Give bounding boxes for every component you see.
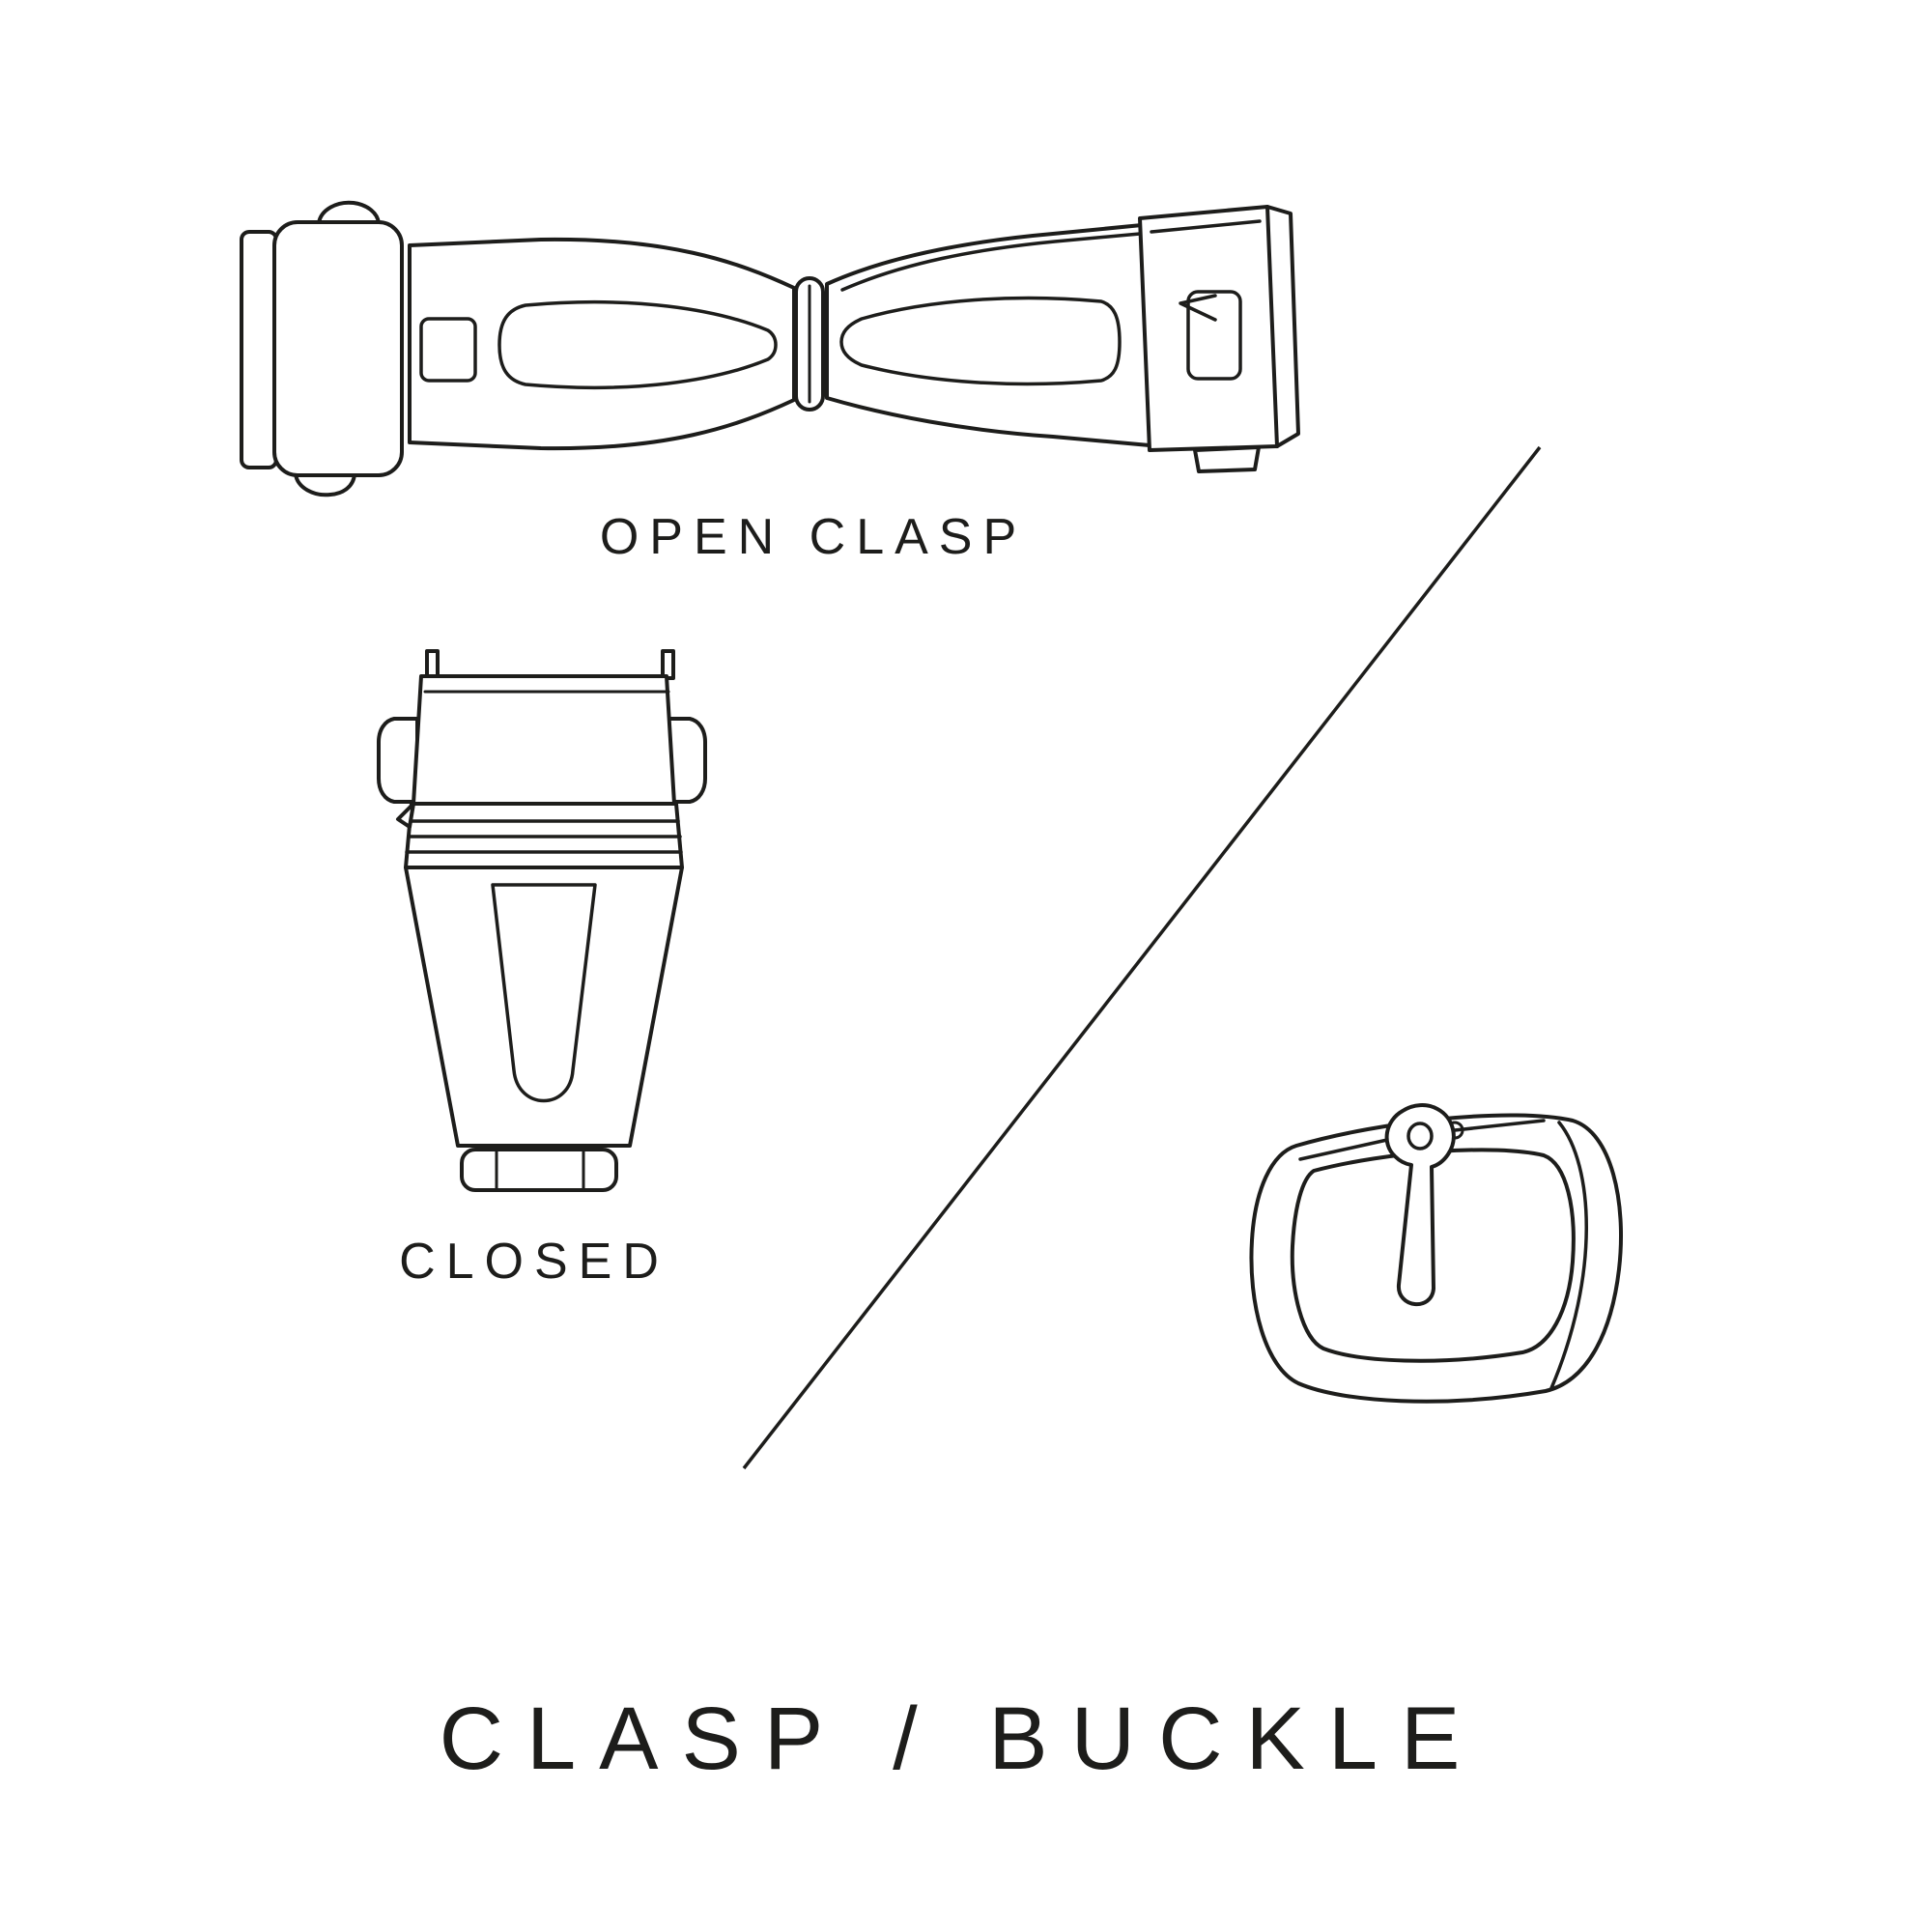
- open-clasp-left-inner-outline: [497, 299, 778, 390]
- buckle-illustration: [1249, 1103, 1623, 1404]
- closed-clasp-ear-right: [665, 717, 707, 804]
- buckle-pin-left: [1298, 1138, 1389, 1161]
- open-clasp-latch: [1186, 290, 1242, 381]
- buckle-prong-loop-hole: [1406, 1122, 1434, 1151]
- open-clasp-right-arm: [825, 223, 1151, 447]
- open-clasp-top-tab: [317, 200, 381, 225]
- open-clasp-left-notch: [419, 317, 477, 383]
- open-clasp-right-block: [1138, 205, 1279, 452]
- closed-clasp-top-block: [412, 674, 676, 806]
- closed-clasp-ear-left: [377, 717, 419, 804]
- open-clasp-right-inner-outline: [839, 296, 1122, 386]
- open-clasp-left-arm: [408, 237, 796, 451]
- open-clasp-right-block-lip: [1150, 219, 1262, 234]
- closed-clasp-body: [404, 866, 684, 1148]
- buckle-band-edge: [1549, 1121, 1588, 1390]
- open-clasp-left-block: [272, 220, 404, 477]
- closed-clasp-label: CLOSED: [399, 1234, 669, 1290]
- buckle-prong: [1384, 1103, 1456, 1306]
- closed-clasp-illustration: [377, 649, 707, 1192]
- open-clasp-right-chamfer: [840, 232, 1142, 292]
- buckle-pin-right: [1453, 1119, 1546, 1132]
- open-clasp-right-step: [1265, 205, 1300, 448]
- open-clasp-left-strip: [240, 230, 278, 469]
- closed-clasp-prong-right: [661, 649, 675, 680]
- closed-clasp-bottom-bar: [460, 1148, 618, 1192]
- diagram-title: CLASP / BUCKLE: [439, 1690, 1484, 1788]
- closed-clasp-prong-left: [425, 649, 440, 680]
- closed-clasp-left-notch: [396, 802, 415, 829]
- open-clasp-latch-hook: [1179, 294, 1217, 322]
- open-clasp-illustration: [240, 200, 1300, 497]
- open-clasp-right-bottom-tab: [1193, 445, 1261, 473]
- closed-clasp-inner-outline: [491, 883, 597, 1103]
- open-clasp-bottom-tab: [294, 472, 356, 497]
- open-clasp-label: OPEN CLASP: [599, 509, 1028, 565]
- divider-line: [742, 445, 1542, 1470]
